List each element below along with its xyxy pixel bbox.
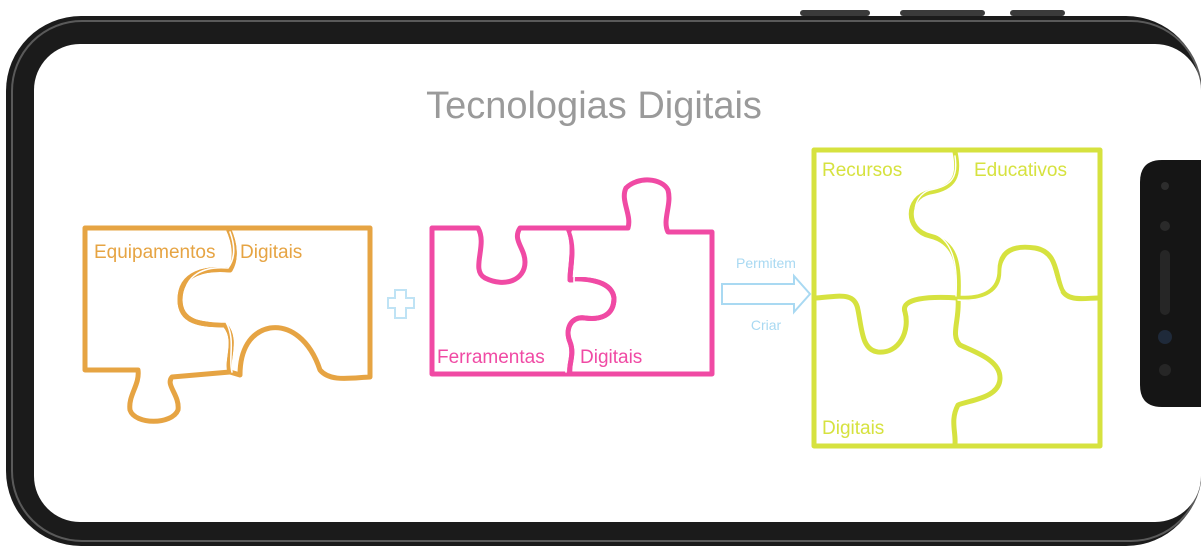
puzzle-seam-top xyxy=(908,149,961,301)
speaker-icon xyxy=(1160,250,1170,315)
plus-icon xyxy=(387,289,415,319)
label-educativos: Educativos xyxy=(974,160,1067,181)
puzzle-ferramentas xyxy=(429,177,715,377)
puzzle-seam-highlight xyxy=(914,155,958,297)
puzzle-seam xyxy=(183,231,235,373)
page-title: Tecnologias Digitais xyxy=(426,85,762,127)
label-recursos: Recursos xyxy=(822,160,902,181)
sensor-icon xyxy=(1159,364,1171,376)
arrow-top-label: Permitem xyxy=(736,255,796,271)
sensor-icon xyxy=(1160,221,1170,231)
arrow-right-icon xyxy=(721,273,812,315)
puzzle-seam-right xyxy=(955,244,1101,302)
puzzle-equipamentos xyxy=(82,225,373,424)
camera-icon xyxy=(1158,330,1172,344)
sensor-icon xyxy=(1161,182,1169,190)
phone-bezel-highlight xyxy=(11,20,1201,542)
label-equipamentos-digitais: Digitais xyxy=(240,242,302,263)
phone-button-top xyxy=(1010,10,1065,16)
label-equipamentos: Equipamentos xyxy=(94,242,215,263)
phone-button-top xyxy=(800,10,870,16)
arrow-bottom-label: Criar xyxy=(751,317,782,333)
label-recursos-digitais: Digitais xyxy=(822,418,884,439)
puzzle-seam xyxy=(562,231,611,373)
phone-notch xyxy=(1140,160,1201,407)
label-ferramentas-digitais: Digitais xyxy=(580,347,642,368)
puzzle-piece-right xyxy=(177,225,373,381)
phone-screen xyxy=(34,44,1201,522)
phone-button-top xyxy=(900,10,985,16)
puzzle-recursos xyxy=(811,147,1103,449)
puzzle-seam-highlight xyxy=(957,250,1061,301)
puzzle-seam-bottom xyxy=(951,295,1003,447)
label-ferramentas: Ferramentas xyxy=(437,347,545,368)
puzzle-piece-right xyxy=(565,177,715,377)
puzzle-seam-left xyxy=(813,293,961,355)
